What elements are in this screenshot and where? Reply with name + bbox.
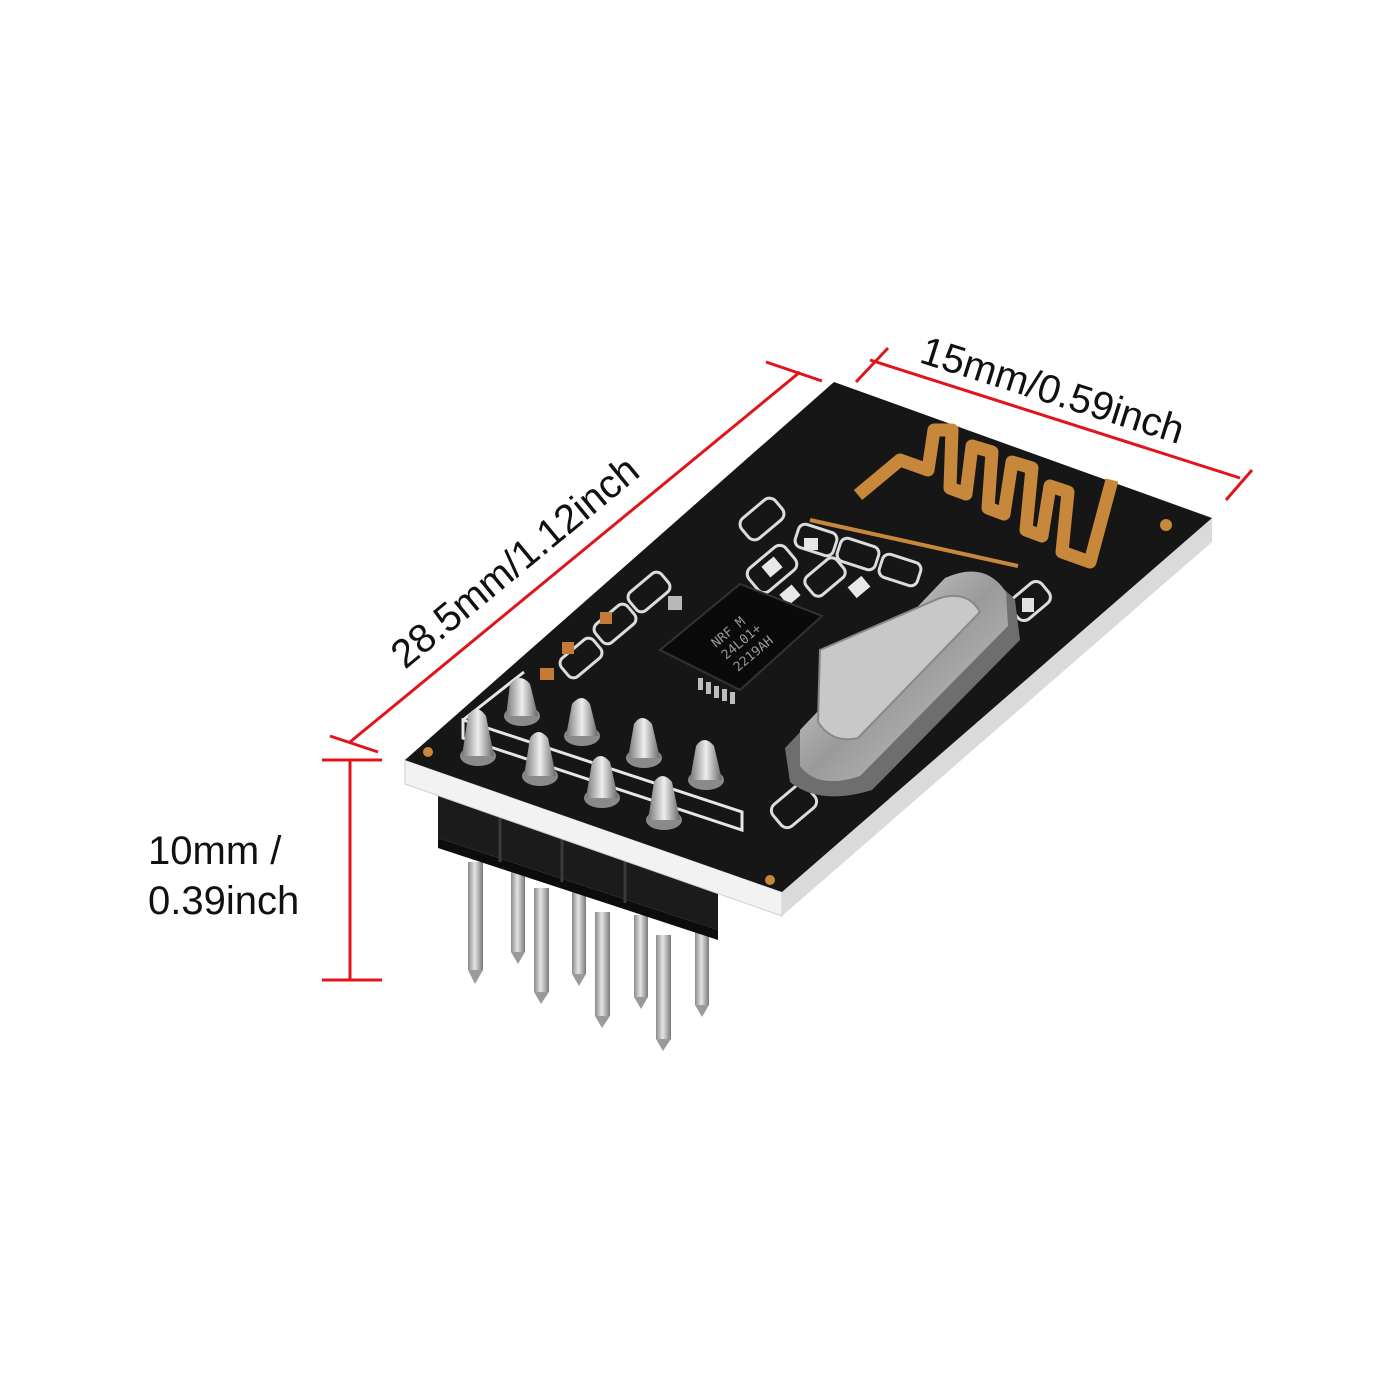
solder-joints: [460, 670, 744, 833]
height-label-line1: 10mm /: [148, 829, 282, 873]
antenna-trace: [809, 423, 1172, 569]
nrf24l01-chip: NRF M 24L01+ 2219AH: [658, 582, 824, 704]
crystal-oscillator: [785, 571, 1020, 797]
smd-components: [423, 496, 1052, 885]
height-label-line2: 0.39inch: [148, 879, 299, 923]
height-dimension: 10mm / 0.39inch: [148, 758, 382, 982]
header-housing: [438, 790, 718, 940]
header-pins: [468, 862, 709, 1051]
